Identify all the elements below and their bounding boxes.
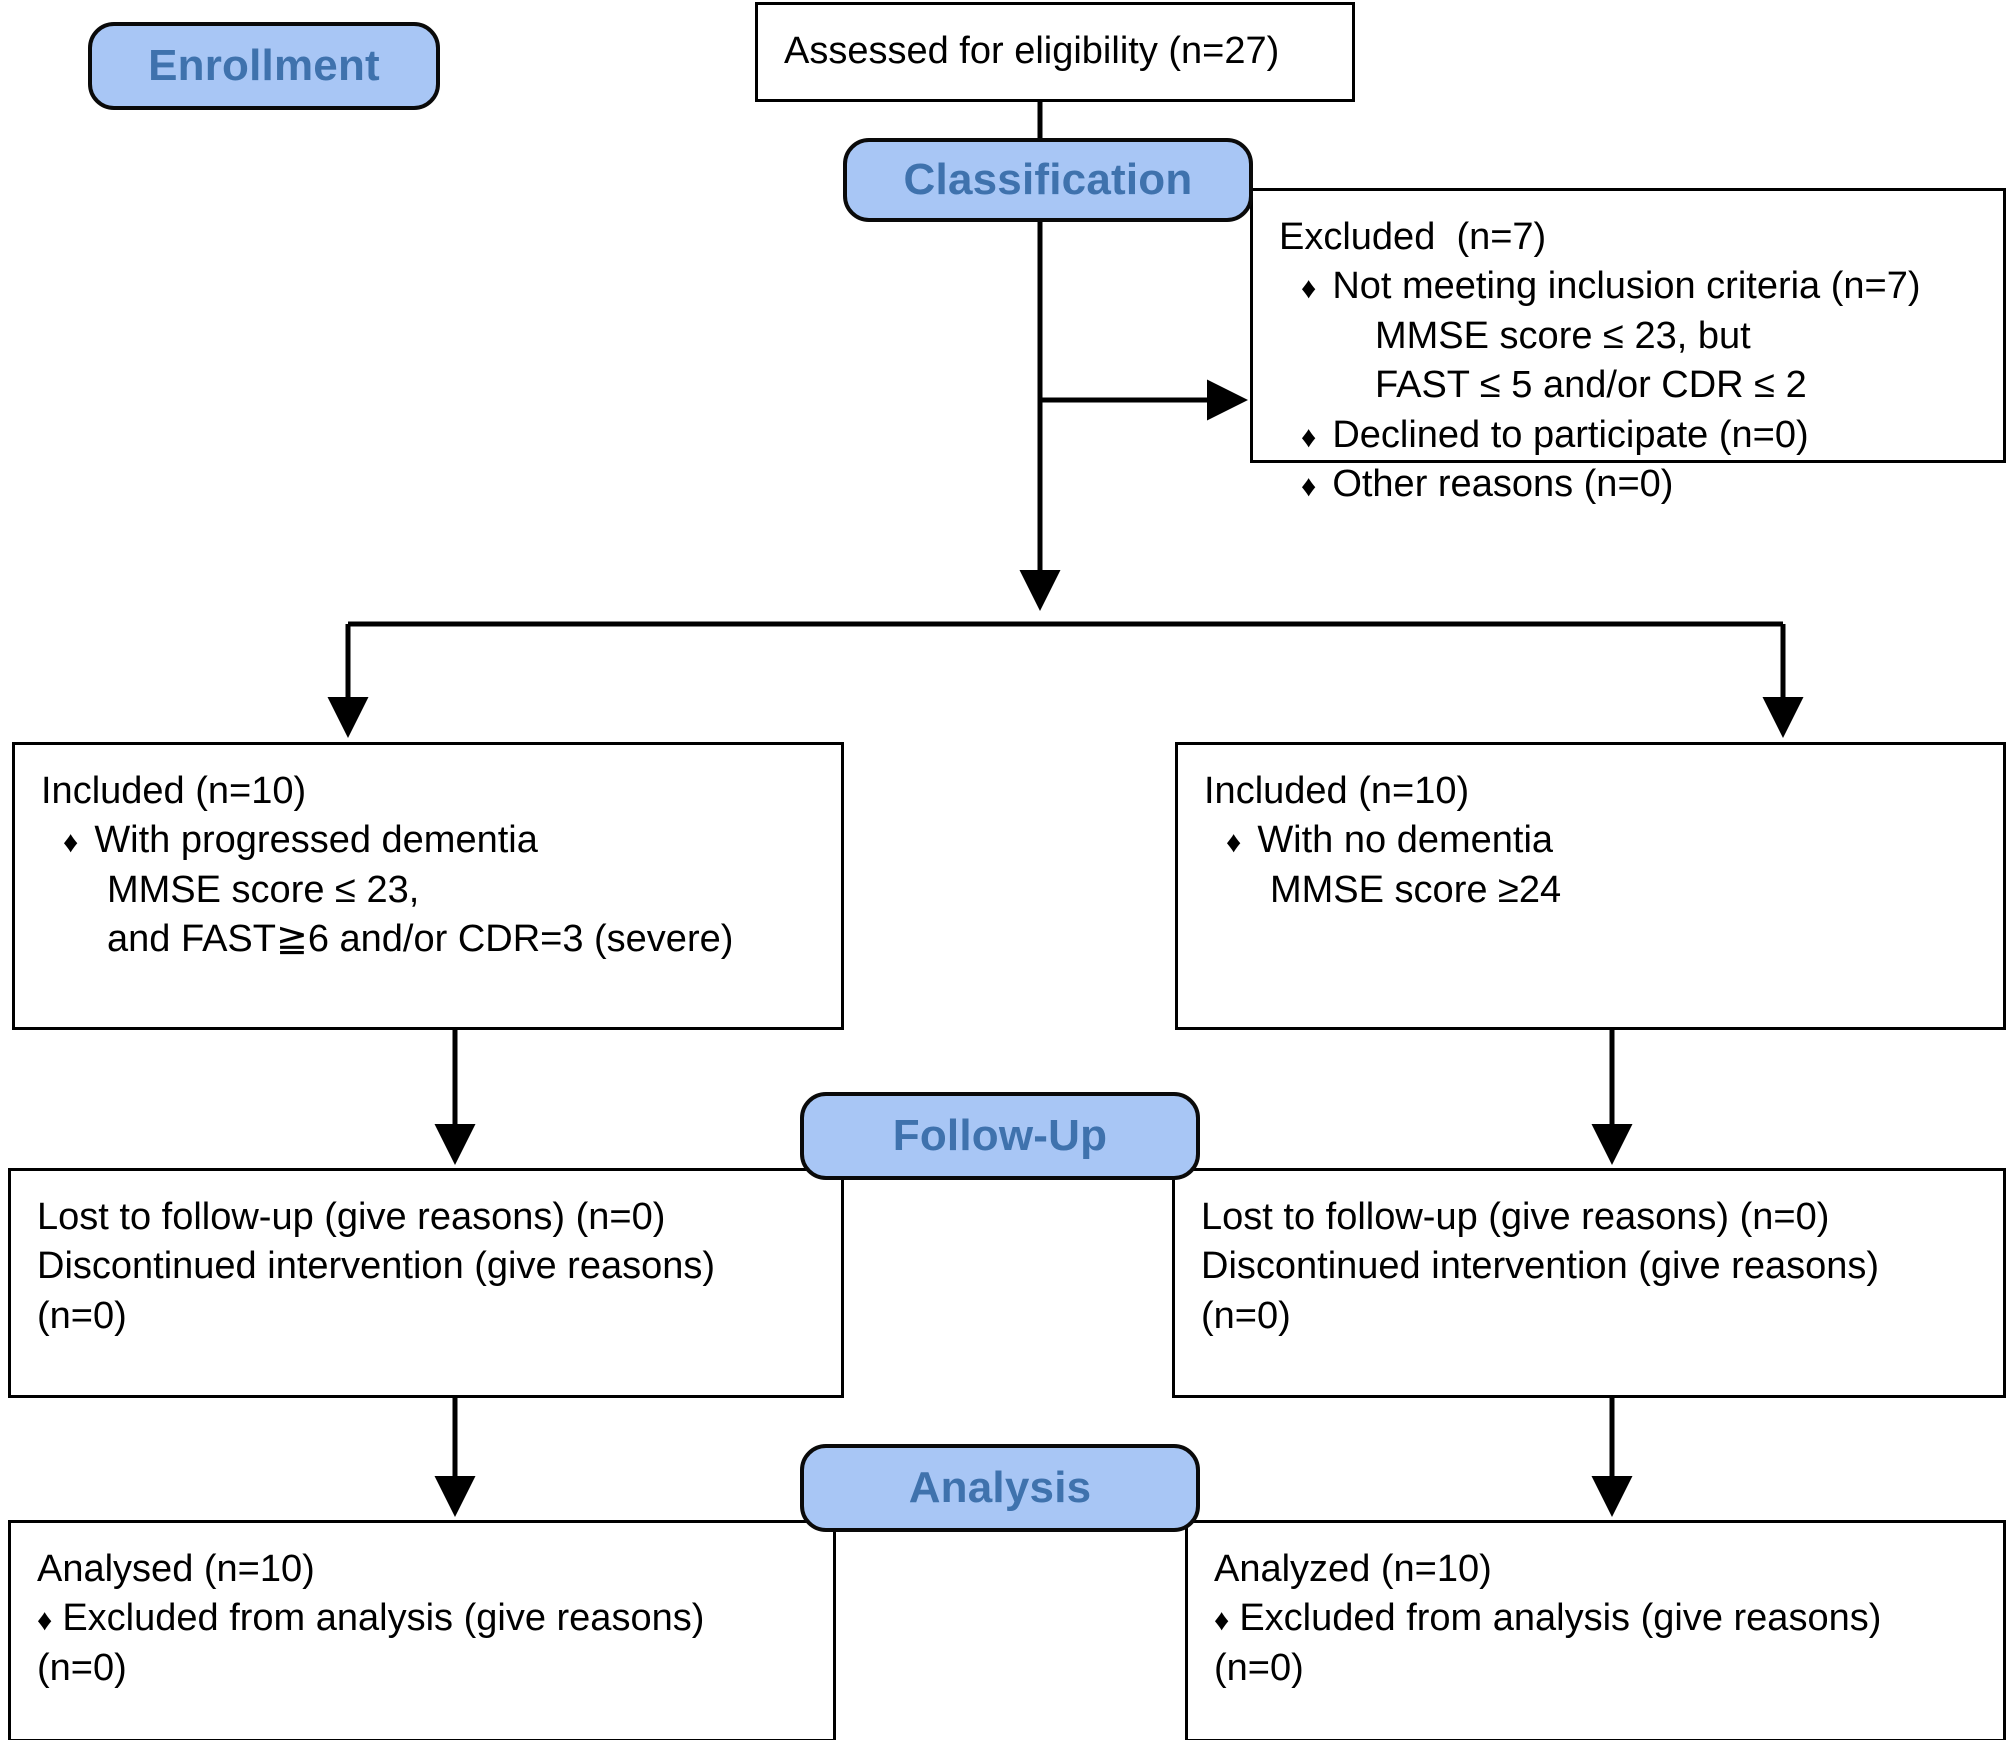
excluded-bullet-1-detail-2: FAST ≤ 5 and/or CDR ≤ 2 [1375,364,1807,407]
included-right-bullet-1-label: With no dementia [1257,819,1554,862]
node-analysis-right-content: Analyzed (n=10) ♦ Excluded from analysis… [1188,1523,2003,1703]
analysis-left-bullet-1: ♦ Excluded from analysis (give reasons) [37,1594,807,1643]
node-followup-right: Lost to follow-up (give reasons) (n=0) D… [1172,1168,2006,1398]
followup-left-line-1: Lost to follow-up (give reasons) (n=0) [37,1196,666,1238]
stage-badge-analysis: Analysis [800,1444,1200,1532]
node-included-no-dementia: Included (n=10) ♦ With no dementia MMSE … [1175,742,2006,1030]
excluded-bullet-3: ♦ Other reasons (n=0) [1279,460,1977,509]
stage-badge-enrollment-label: Enrollment [148,41,380,90]
node-excluded: Excluded (n=7) ♦ Not meeting inclusion c… [1250,188,2006,505]
node-analysis-left-content: Analysed (n=10) ♦ Excluded from analysis… [11,1523,833,1703]
excluded-bullet-2: ♦ Declined to participate (n=0) [1279,411,1977,460]
included-right-heading: Included (n=10) [1204,770,1470,812]
analysis-right-line-3: (n=0) [1214,1646,1304,1689]
assessed-line: Assessed for eligibility (n=27) [784,30,1280,72]
followup-right-line-1: Lost to follow-up (give reasons) (n=0) [1201,1196,1830,1238]
node-included-dementia: Included (n=10) ♦ With progressed dement… [12,742,844,1030]
diamond-bullet-icon: ♦ [1301,469,1317,503]
analysis-left-heading: Analysed (n=10) [37,1548,315,1590]
included-left-heading: Included (n=10) [41,770,307,812]
stage-badge-followup-label: Follow-Up [892,1111,1108,1160]
stage-badge-followup: Follow-Up [800,1092,1200,1180]
diamond-bullet-icon: ♦ [1301,272,1317,306]
node-analysis-right: Analyzed (n=10) ♦ Excluded from analysis… [1185,1520,2006,1740]
included-left-detail-2: and FAST≧6 and/or CDR=3 (severe) [107,918,734,961]
excluded-heading: Excluded (n=7) [1279,216,1547,258]
followup-right-line-3: (n=0) [1201,1294,1291,1337]
followup-left-line-3: (n=0) [37,1294,127,1337]
included-right-detail-1: MMSE score ≥24 [1270,868,1562,911]
node-followup-left-content: Lost to follow-up (give reasons) (n=0) D… [11,1171,841,1351]
stage-badge-enrollment: Enrollment [88,22,440,110]
analysis-left-bullet-1-label: Excluded from analysis (give reasons) [62,1597,705,1640]
followup-left-line-2: Discontinued intervention (give reasons) [37,1245,716,1288]
analysis-right-heading: Analyzed (n=10) [1214,1548,1492,1590]
node-followup-left: Lost to follow-up (give reasons) (n=0) D… [8,1168,844,1398]
excluded-bullet-1-detail-1: MMSE score ≤ 23, but [1375,314,1751,357]
stage-badge-classification-label: Classification [903,155,1193,204]
included-left-detail-1: MMSE score ≤ 23, [107,868,420,911]
node-included-no-dementia-content: Included (n=10) ♦ With no dementia MMSE … [1178,745,2003,925]
node-assessed-content: Assessed for eligibility (n=27) [758,5,1352,86]
included-right-bullet-1: ♦ With no dementia [1204,816,1977,865]
node-excluded-content: Excluded (n=7) ♦ Not meeting inclusion c… [1253,191,2003,519]
stage-badge-analysis-label: Analysis [908,1463,1092,1512]
node-followup-right-content: Lost to follow-up (give reasons) (n=0) D… [1175,1171,2003,1351]
included-left-bullet-1: ♦ With progressed dementia [41,816,815,865]
analysis-right-bullet-1: ♦ Excluded from analysis (give reasons) [1214,1594,1977,1643]
excluded-bullet-2-label: Declined to participate (n=0) [1332,413,1809,456]
diamond-bullet-icon: ♦ [1301,420,1317,454]
node-included-dementia-content: Included (n=10) ♦ With progressed dement… [15,745,841,975]
stage-badge-classification: Classification [843,138,1253,222]
node-analysis-left: Analysed (n=10) ♦ Excluded from analysis… [8,1520,836,1740]
excluded-bullet-1-label: Not meeting inclusion criteria (n=7) [1332,265,1921,308]
followup-right-line-2: Discontinued intervention (give reasons) [1201,1245,1880,1288]
analysis-right-bullet-1-label: Excluded from analysis (give reasons) [1239,1597,1882,1640]
diamond-bullet-icon: ♦ [37,1604,53,1638]
analysis-left-line-3: (n=0) [37,1646,127,1689]
included-left-bullet-1-label: With progressed dementia [94,819,538,862]
excluded-bullet-3-label: Other reasons (n=0) [1332,462,1674,505]
node-assessed-for-eligibility: Assessed for eligibility (n=27) [755,2,1355,102]
diamond-bullet-icon: ♦ [1226,826,1242,860]
diamond-bullet-icon: ♦ [1214,1604,1230,1638]
diamond-bullet-icon: ♦ [63,826,79,860]
excluded-bullet-1: ♦ Not meeting inclusion criteria (n=7) [1279,262,1977,311]
